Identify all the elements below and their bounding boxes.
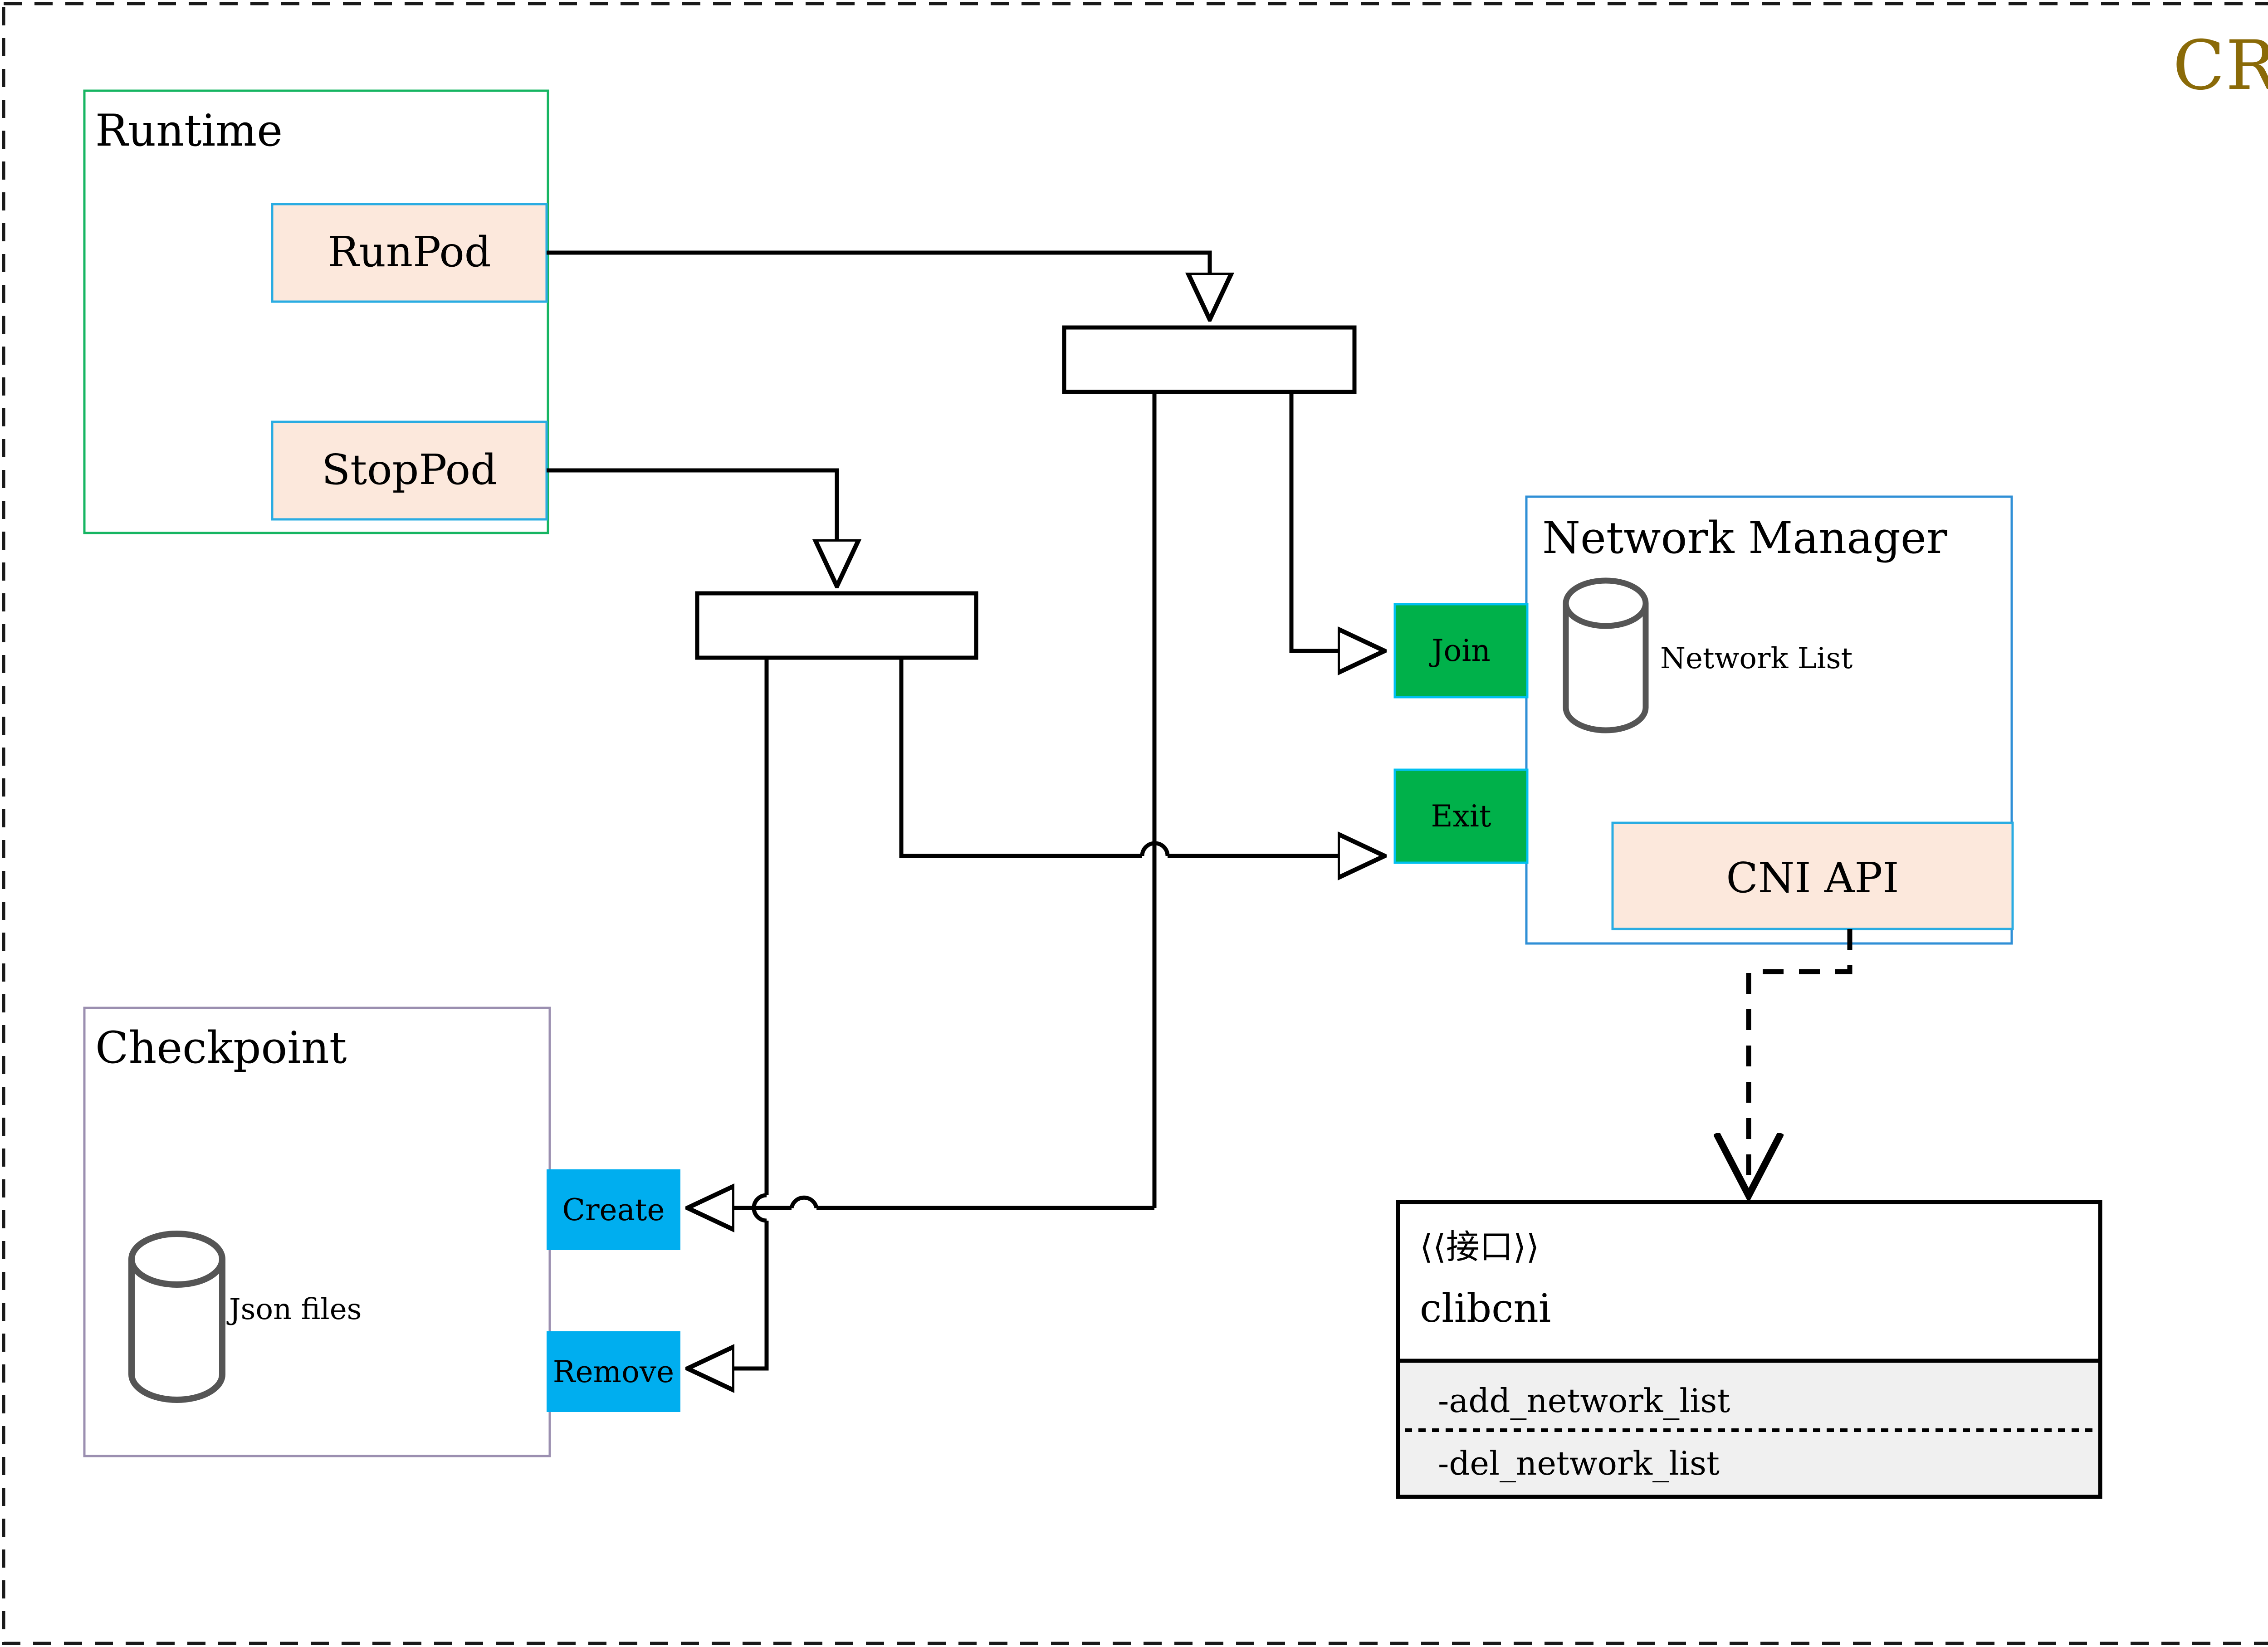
clibcni-stereotype: ⟨⟨接口⟩⟩: [1420, 1227, 1540, 1266]
runpod-label: RunPod: [327, 228, 491, 276]
cni-api-box[interactable]: [1611, 821, 2014, 930]
json-files-label: Json files: [229, 1293, 362, 1326]
json-files-cylinder-icon: [128, 1231, 225, 1403]
edge-junction-low-right-to-exit: [899, 658, 1383, 856]
clibcni-name: clibcni: [1420, 1286, 1551, 1331]
remove-label: Remove: [552, 1354, 675, 1389]
clibcni-method-del: -del_network_list: [1438, 1444, 1720, 1482]
edge-hop-remove-line: [752, 1193, 767, 1223]
create-label: Create: [562, 1192, 665, 1227]
clibcni-method-add: -add_network_list: [1438, 1382, 1730, 1420]
join-label: Join: [1432, 633, 1491, 668]
edge-junction-top-right-to-join: [1289, 392, 1383, 651]
network-list-cylinder-icon: [1563, 577, 1649, 733]
runtime-group-label: Runtime: [95, 105, 283, 156]
edge-stoppod-to-junction: [547, 468, 837, 584]
cni-api-label: CNI API: [1726, 854, 1899, 902]
network-list-label: Network List: [1660, 642, 1853, 675]
exit-label: Exit: [1431, 799, 1491, 834]
edge-runpod-to-junction: [547, 250, 1210, 318]
edge-junction-low-left-down: [689, 658, 769, 1368]
junction-stoppod-fork: [695, 591, 978, 660]
page-title: CRI: [2173, 26, 2268, 105]
checkpoint-group-label: Checkpoint: [95, 1022, 347, 1073]
edge-cni-api-to-clibcni-dashed: [1749, 929, 1853, 1193]
edge-hop-exit-line: [1140, 841, 1170, 856]
junction-runpod-fork: [1062, 325, 1357, 394]
stoppod-label: StopPod: [322, 445, 497, 494]
network-manager-group-label: Network Manager: [1542, 513, 1947, 563]
join-box[interactable]: [1393, 603, 1529, 699]
edge-hop-create-line: [789, 1195, 819, 1209]
runpod-box[interactable]: [271, 203, 548, 303]
